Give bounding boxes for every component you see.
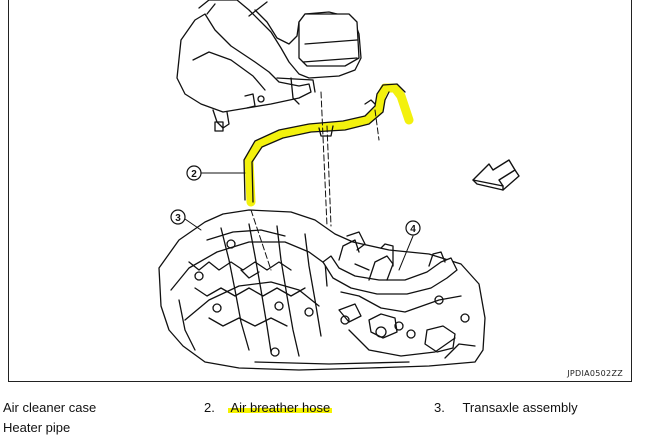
guide-lines	[250, 91, 380, 271]
figure-id-label: JPDIA0502ZZ	[567, 369, 623, 378]
callout-4-number: 4	[410, 224, 416, 235]
air-cleaner-case	[176, 0, 362, 132]
callout-3: 3	[170, 209, 186, 225]
air-breather-hose	[243, 83, 414, 207]
callout-4-leader	[398, 235, 414, 271]
legend-row-2: Heater pipe	[0, 418, 650, 438]
callout-4: 4	[405, 220, 421, 236]
legend-item-1: Air cleaner case	[3, 398, 96, 418]
transaxle-assembly	[158, 209, 486, 371]
legend-item-2-number: 2.	[204, 400, 215, 415]
legend-item-3: 3. Transaxle assembly	[434, 398, 578, 418]
legend-item-3-label: Transaxle assembly	[462, 400, 578, 415]
callout-2-number: 2	[191, 169, 197, 180]
legend-item-1-label: Air cleaner case	[3, 400, 97, 415]
exploded-view-drawing: 2 3 4	[158, 0, 520, 371]
legend-row-1: Air cleaner case 2. Air breather hose 3.…	[0, 398, 650, 418]
heater-pipe	[322, 231, 458, 295]
diagram-figure: 2 3 4 JPDIA0502ZZ	[8, 0, 632, 382]
callout-2: 2	[186, 165, 202, 181]
legend-item-4: Heater pipe	[3, 418, 70, 438]
callout-3-leader	[184, 218, 202, 231]
front-direction-arrow	[472, 159, 520, 191]
legend-item-2-label: Air breather hose	[228, 400, 333, 415]
legend-item-3-number: 3.	[434, 400, 445, 415]
legend-item-2: 2. Air breather hose	[204, 398, 333, 418]
callout-3-number: 3	[175, 213, 181, 224]
